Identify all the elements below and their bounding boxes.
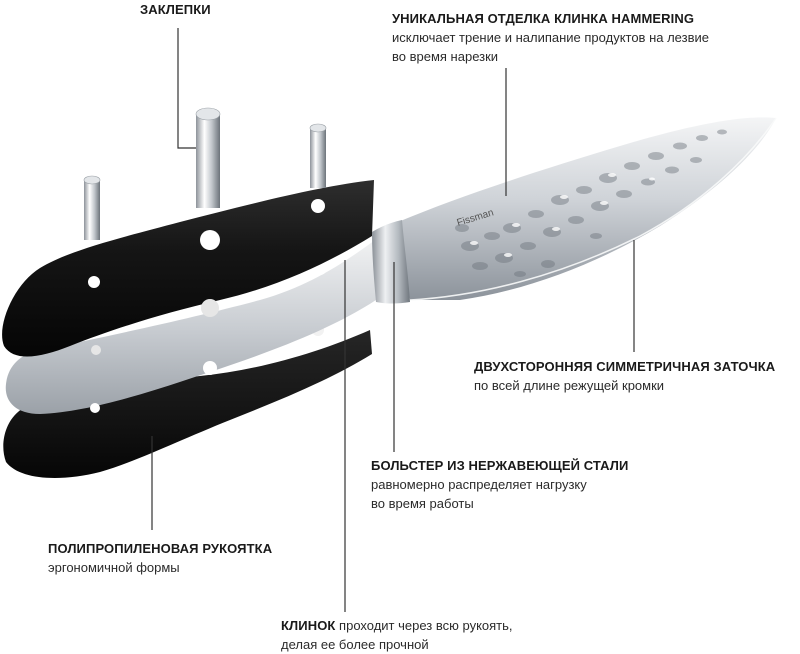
label-tang-line1: проходит через всю рукоять,	[335, 618, 513, 633]
label-bolster-line2: во время работы	[371, 496, 474, 511]
hole-mid-2	[201, 299, 219, 317]
label-hammering: УНИКАЛЬНАЯ ОТДЕЛКА КЛИНКА HAMMERING искл…	[392, 9, 709, 66]
leader-lines	[151, 28, 635, 612]
label-bolster-title: БОЛЬСТЕР ИЗ НЕРЖАВЕЮЩЕЙ СТАЛИ	[371, 458, 629, 473]
hole-tang-1	[90, 403, 100, 413]
label-rivets: ЗАКЛЕПКИ	[140, 0, 211, 19]
hole-top-1	[88, 276, 100, 288]
rivet-1	[83, 175, 101, 240]
label-hammering-line2: во время нарезки	[392, 49, 499, 64]
label-bolster: БОЛЬСТЕР ИЗ НЕРЖАВЕЮЩЕЙ СТАЛИ равномерно…	[371, 456, 628, 513]
label-tang-first-line: КЛИНОК проходит через всю рукоять,	[281, 616, 581, 635]
label-rivets-title: ЗАКЛЕПКИ	[140, 2, 211, 17]
label-hammering-line1: исключает трение и налипание продуктов н…	[392, 30, 709, 45]
hole-top-2	[200, 230, 220, 250]
hammered-highlights	[470, 173, 655, 257]
label-sharpening-title: ДВУХСТОРОННЯЯ СИММЕТРИЧНАЯ ЗАТОЧКА	[474, 359, 776, 374]
blade-edge	[409, 117, 777, 301]
label-handle-title: ПОЛИПРОПИЛЕНОВАЯ РУКОЯТКА	[48, 541, 273, 556]
hole-mid-1	[91, 345, 101, 355]
label-bolster-line1: равномерно распределяет нагрузку	[371, 477, 587, 492]
label-sharpening-line1: по всей длине режущей кромки	[474, 378, 665, 393]
label-handle: ПОЛИПРОПИЛЕНОВАЯ РУКОЯТКА эргономичной ф…	[48, 539, 272, 577]
rivet-3	[309, 123, 327, 188]
blade	[398, 117, 776, 300]
blade-tang	[5, 240, 377, 414]
rivet-2	[195, 107, 221, 208]
label-sharpening: ДВУХСТОРОННЯЯ СИММЕТРИЧНАЯ ЗАТОЧКА по вс…	[474, 357, 775, 395]
label-handle-line1: эргономичной формы	[48, 560, 180, 575]
label-tang: КЛИНОК проходит через всю рукоять, делая…	[281, 616, 581, 654]
handle-scale-top	[2, 180, 375, 357]
label-hammering-title: УНИКАЛЬНАЯ ОТДЕЛКА КЛИНКА HAMMERING	[392, 11, 695, 26]
label-tang-line2: делая ее более прочной	[281, 637, 429, 652]
leader-rivets	[177, 28, 196, 149]
hole-top-3	[311, 199, 325, 213]
bolster	[372, 220, 410, 304]
handle-scale-bottom	[3, 330, 373, 478]
label-tang-title: КЛИНОК	[281, 618, 336, 633]
hole-tang-2	[203, 361, 217, 375]
